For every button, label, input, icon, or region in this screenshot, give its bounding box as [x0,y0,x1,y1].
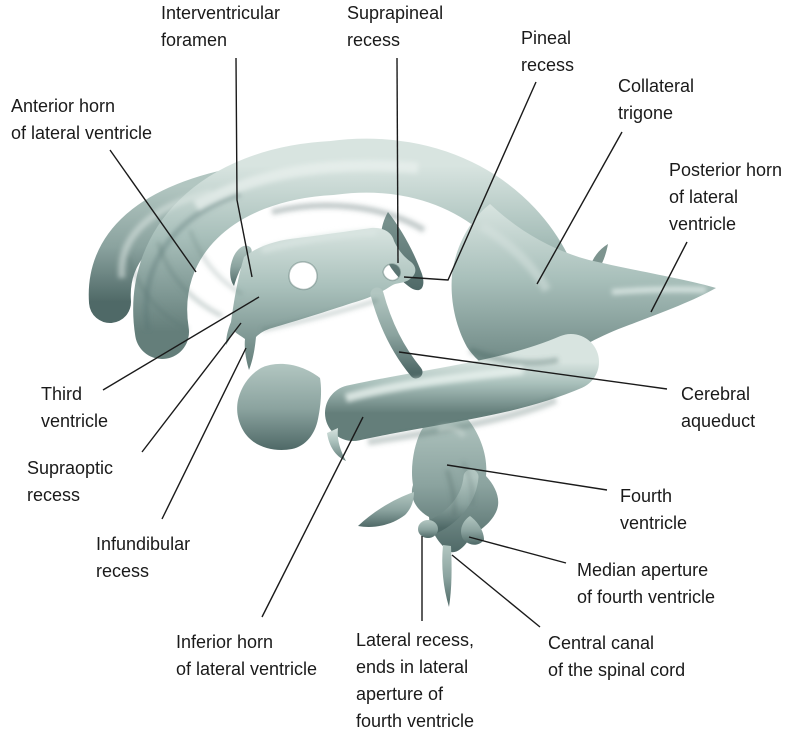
label-interventricular-foramen: Interventricular foramen [161,3,281,50]
lateral-recess-spur [358,492,414,527]
leader-third-ventricle [102,296,260,391]
leader-median-aperture [468,536,567,564]
leader-interventricular-foramen [235,57,253,278]
label-anterior-horn: Anterior horn of lateral ventricle [11,96,153,143]
ventricle-model [88,138,716,607]
inferior-horn-far [237,363,322,450]
cerebral-aqueduct-tube [370,287,423,379]
inferior-horn-tip [327,428,346,461]
label-infundibular-recess: Infundibular recess [96,534,191,581]
label-suprapineal-recess: Suprapineal recess [347,3,444,50]
leader-central-canal [451,554,541,628]
shading-shadows [125,191,559,517]
shading-highlights [118,160,707,438]
label-lateral-recess: Lateral recess, ends in lateral aperture… [356,630,475,731]
label-collateral-trigone: Collateral trigone [618,76,695,123]
label-fourth-ventricle: Fourth ventricle [620,486,688,533]
leader-inferior-horn [261,416,364,618]
foramen-hole-rim [288,261,318,291]
label-central-canal: Central canal of the spinal cord [548,633,686,680]
leader-fourth-ventricle [446,464,608,491]
leader-lines [102,57,688,628]
label-supraoptic-recess: Supraoptic recess [27,458,114,505]
lateral-recess-knob [418,520,438,538]
leader-pineal-recess [403,81,537,281]
label-pineal-recess: Pineal recess [521,28,575,75]
leader-infundibular-recess [161,347,247,520]
pineal-hole-rim [382,263,401,282]
median-aperture-flap [461,516,484,545]
leader-collateral-trigone [536,131,623,285]
fourth-ventricle-body [411,412,499,553]
label-inferior-horn: Inferior horn of lateral ventricle [176,632,318,679]
label-cerebral-aqueduct: Cerebral aqueduct [681,384,756,431]
third-ventricle-body [226,227,416,370]
label-third-ventricle: Third ventricle [41,384,109,431]
leader-suprapineal-recess [396,57,399,264]
leader-anterior-horn [109,149,197,273]
leader-supraoptic-recess [141,322,242,453]
leader-posterior-horn [650,241,688,313]
leader-cerebral-aqueduct [398,351,668,390]
label-posterior-horn: Posterior horn of lateral ventricle [669,160,783,234]
label-median-aperture: Median aperture of fourth ventricle [577,560,716,607]
central-canal-tube [442,545,452,607]
